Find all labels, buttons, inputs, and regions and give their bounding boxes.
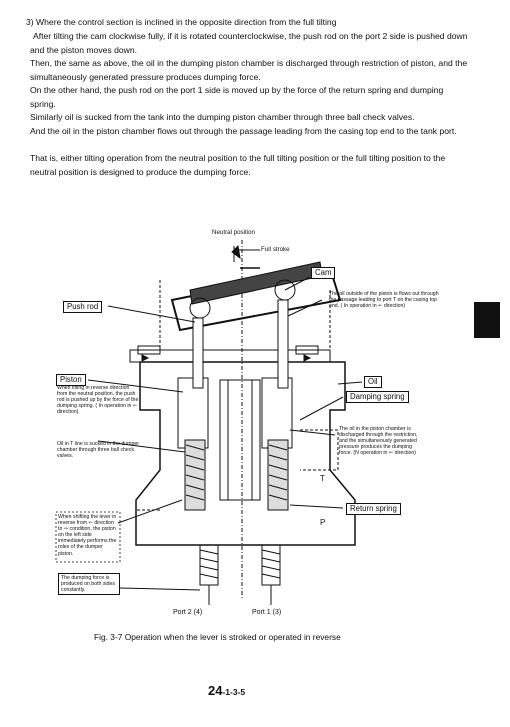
return-spring-label: Return spring [346, 503, 401, 515]
section-tab-marker [474, 302, 500, 338]
paragraph: After tilting the cam clockwise fully, i… [30, 31, 468, 55]
piston-label: Piston [56, 374, 86, 386]
note-oil-sucked: Oil in T line is sucked in the dumper ch… [57, 441, 139, 460]
note-reverse-tilting: When tilting in reverse direction from t… [57, 385, 139, 416]
figure-caption: Fig. 3-7 Operation when the lever is str… [94, 632, 341, 642]
page-number-sub: -1-3-5 [222, 687, 246, 697]
full-stroke-label: Full stroke [261, 246, 290, 253]
neutral-position-label: Neutral position [212, 229, 255, 236]
oil-label: Oil [364, 376, 382, 388]
damping-spring-label: Damping spring [346, 391, 409, 403]
paragraph: Similarly oil is sucked from the tank in… [30, 112, 415, 122]
cam-label: Cam [311, 267, 336, 279]
section-heading: 3) Where the control section is inclined… [26, 17, 337, 27]
note-oil-discharged: The oil in the piston chamber is dischar… [339, 426, 418, 457]
port-1-label: Port 1 (3) [252, 609, 282, 616]
port-p-label: P [320, 518, 326, 527]
note-oil-outside: The oil outside of the piston is flows o… [329, 291, 439, 310]
note-constant-force: The dumping force is produced on both si… [58, 573, 120, 596]
page-number-main: 24 [208, 683, 223, 698]
page-number: 24-1-3-5 [208, 683, 245, 698]
paragraph: Then, the same as above, the oil in the … [30, 58, 468, 82]
push-rod-label: Push rod [63, 301, 103, 313]
note-shifting-lever: When shifting the lever in reverse from … [58, 514, 117, 557]
paragraph: On the other hand, the push rod on the p… [30, 85, 444, 109]
paragraph: That is, either tilting operation from t… [30, 153, 446, 177]
port-t-label: T [320, 474, 325, 483]
paragraph: And the oil in the piston chamber flows … [30, 126, 457, 136]
port-2-label: Port 2 (4) [173, 609, 203, 616]
